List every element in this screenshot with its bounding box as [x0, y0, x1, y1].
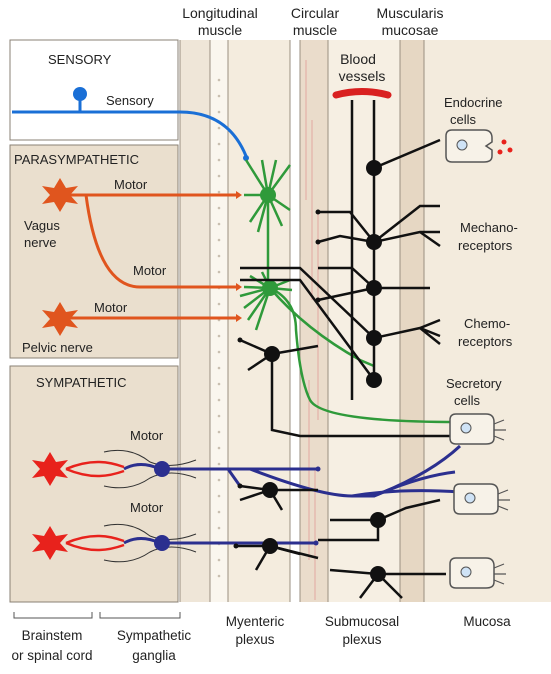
endocrine-cell	[445, 129, 513, 163]
myenteric-neuron-black-2	[262, 482, 278, 498]
secretory-label-line2: cells	[454, 393, 481, 408]
parasympathetic-cells	[42, 178, 242, 336]
sensory-neuron-label: Sensory	[106, 93, 154, 108]
parasympathetic-motor-label-2: Motor	[133, 263, 167, 278]
sympathetic-ganglion-outlines	[103, 449, 197, 563]
mucosal-cells	[445, 129, 513, 589]
sensory-cell-body	[73, 87, 87, 101]
enteric-black-cells	[233, 160, 386, 582]
circular-muscle-fibers	[305, 60, 319, 600]
muscularis-label-line1: Muscularis	[377, 5, 444, 21]
myenteric-label-line1: Myenteric	[226, 614, 285, 629]
blood-vessels: Blood vessels	[332, 51, 392, 99]
chemo-label-line2: receptors	[458, 334, 513, 349]
vagus-label-line2: nerve	[24, 235, 57, 250]
footer-brackets	[13, 612, 181, 619]
submucosal-neuron-5	[366, 372, 382, 388]
submucosal-neuron-7	[370, 566, 386, 582]
submucosal-label-line1: Submucosal	[325, 614, 399, 629]
preganglionic-neuron-1	[32, 452, 68, 486]
sympathetic-ganglia-label-line1: Sympathetic	[117, 628, 192, 643]
longitudinal-label-line1: Longitudinal	[182, 5, 258, 21]
pelvic-neuron-body	[42, 302, 78, 336]
parasympathetic-title: PARASYMPATHETIC	[14, 152, 139, 167]
longitudinal-muscle-dots	[217, 78, 221, 578]
sympathetic-ganglia-label-line2: ganglia	[132, 648, 176, 663]
pelvic-terminal	[236, 314, 242, 322]
vagus-neuron-body	[42, 178, 78, 212]
ganglion-cell-2	[154, 535, 170, 551]
muscularis-label-line2: mucosae	[382, 22, 439, 38]
sympathetic-preganglionic-fibers	[65, 460, 125, 552]
submucosal-neuron-1	[366, 160, 382, 176]
brainstem-label-line2: or spinal cord	[11, 648, 92, 663]
sensory-terminal	[243, 155, 249, 161]
green-neuron-1	[260, 187, 276, 203]
sympathetic-panel	[9, 365, 179, 603]
blood-vessel-shape	[332, 88, 392, 99]
submucosal-neuron-2	[366, 234, 382, 250]
sympathetic-motor-label-2: Motor	[130, 500, 164, 515]
sensory-axon	[12, 110, 248, 157]
ganglion-cell-1	[154, 461, 170, 477]
longitudinal-label-line2: muscle	[198, 22, 243, 38]
sympathetic-neurons	[32, 444, 462, 563]
endocrine-label-line2: cells	[450, 112, 477, 127]
sympathetic-motor-label-1: Motor	[130, 428, 164, 443]
mechano-label-line1: Mechano-	[460, 220, 518, 235]
muscularis-mucosae-band	[400, 40, 424, 602]
sympathetic-preganglionic-bodies	[32, 452, 68, 560]
blood-vessels-label-line1: Blood	[340, 51, 376, 67]
myenteric-left-band	[180, 40, 210, 602]
preganglionic-neuron-2	[32, 526, 68, 560]
secretory-label-line1: Secretory	[446, 376, 502, 391]
sympathetic-ganglion-cells	[154, 461, 321, 551]
mucosa-label: Mucosa	[463, 614, 511, 629]
endocrine-label-line1: Endocrine	[444, 95, 503, 110]
left-panels	[9, 39, 179, 603]
brainstem-label-line1: Brainstem	[22, 628, 83, 643]
right-labels: Endocrine cells Mechano- receptors Chemo…	[444, 95, 518, 408]
green-neuron-2	[262, 280, 278, 296]
vagus-label-line1: Vagus	[24, 218, 60, 233]
myenteric-neuron-black-3	[262, 538, 278, 554]
mechano-label-line2: receptors	[458, 238, 513, 253]
secretory-cell-2	[453, 483, 510, 515]
parasympathetic-motor-label-3: Motor	[94, 300, 128, 315]
vagus-terminal-1	[236, 191, 242, 199]
sensory-title: SENSORY	[48, 52, 112, 67]
myenteric-label-line2: plexus	[235, 632, 274, 647]
secretory-cell-1	[449, 413, 506, 445]
sympathetic-title: SYMPATHETIC	[36, 375, 127, 390]
circular-label-line2: muscle	[293, 22, 338, 38]
sensory-neuron	[12, 87, 249, 161]
submucosal-neuron-3	[366, 280, 382, 296]
parasympathetic-panel	[9, 144, 179, 359]
layer-boundaries	[179, 40, 425, 602]
vagus-motor-fiber-2	[84, 194, 236, 289]
tissue-layers	[179, 40, 551, 602]
submucosal-neuron-6	[370, 512, 386, 528]
sensory-panel	[9, 39, 179, 141]
footer: Brainstem or spinal cord Sympathetic gan…	[11, 612, 511, 663]
pelvic-nerve-label: Pelvic nerve	[22, 340, 93, 355]
vagus-terminal-2	[236, 283, 242, 291]
parasympathetic-motor-label-1: Motor	[114, 177, 148, 192]
submucosal-label-line2: plexus	[342, 632, 381, 647]
myenteric-green-cells	[260, 187, 278, 296]
chemo-label-line1: Chemo-	[464, 316, 510, 331]
circular-label-line1: Circular	[291, 5, 340, 21]
header-labels: Longitudinal muscle Circular muscle Musc…	[182, 5, 443, 38]
submucosa-band	[328, 40, 400, 602]
parasympathetic-fibers	[60, 193, 236, 320]
blood-vessels-label-line2: vessels	[339, 68, 386, 84]
myenteric-neuron-black-1	[264, 346, 280, 362]
secretory-cell-3	[449, 557, 506, 589]
submucosal-neuron-4	[366, 330, 382, 346]
panel-labels: SENSORY Sensory PARASYMPATHETIC Motor Mo…	[14, 52, 167, 515]
